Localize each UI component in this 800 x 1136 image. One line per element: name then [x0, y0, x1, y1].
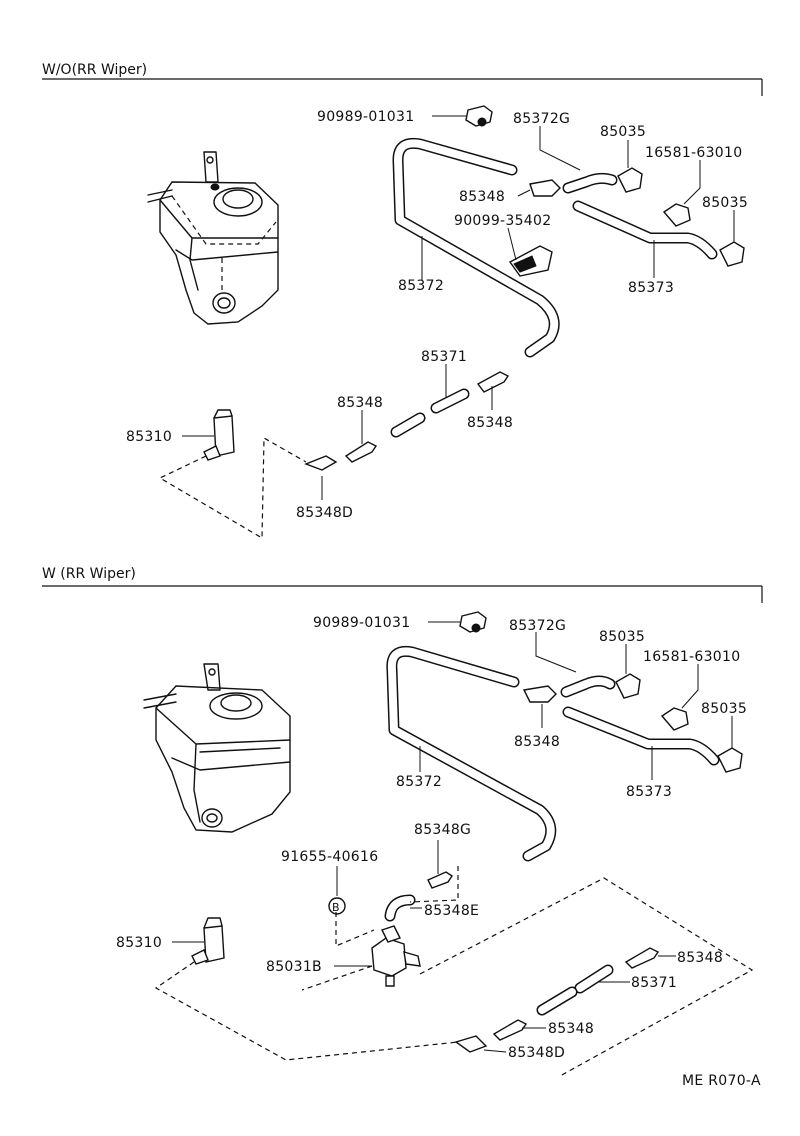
label-90099-35402: 90099-35402 [454, 213, 551, 229]
pump-85310: 85310 [126, 409, 235, 461]
section-with-rear-wiper: W (RR Wiper) 90989-01031 [42, 566, 763, 1077]
label-85035-b: 85035 [702, 195, 748, 211]
label-85371: 85371 [421, 349, 467, 365]
label-85031B: 85031B [266, 959, 322, 975]
hose-85372g: 85372G [509, 618, 616, 698]
label-85372G: 85372G [509, 618, 566, 634]
bolt-mark-circle [328, 897, 346, 915]
check-valve-85031b: 85031B [266, 925, 421, 987]
dashed-connection-pump [154, 961, 459, 1061]
clip-90989: 90989-01031 [313, 611, 487, 633]
label-85348-b: 85348 [677, 950, 723, 966]
section-header: W/O(RR Wiper) [42, 62, 147, 78]
label-90989-01031: 90989-01031 [317, 109, 414, 125]
nozzle-85035-a: 85035 [599, 629, 645, 699]
label-85310: 85310 [116, 935, 162, 951]
label-85348D: 85348D [508, 1045, 565, 1061]
clamp-90099: 90099-35402 [454, 213, 553, 277]
nozzle-85035-a: 85035 [600, 124, 646, 193]
joint-85348-a: 85348 [459, 179, 561, 205]
dashed-connection-valve [301, 965, 373, 991]
bolt-mark-letter: B [332, 901, 340, 914]
joint-85348-b: 85348 [337, 395, 383, 463]
label-85348D: 85348D [296, 505, 353, 521]
grommet-16581: 16581-63010 [645, 145, 742, 227]
dashed-connection-elbow [409, 866, 459, 903]
clip-90989: 90989-01031 [317, 105, 493, 127]
label-85310: 85310 [126, 429, 172, 445]
dashed-connection-bolt [335, 912, 375, 947]
pump-85310: 85310 [116, 917, 225, 965]
joint-85348-c: 85348 [467, 371, 513, 431]
hose-85373: 85373 [572, 200, 718, 296]
dashed-connection-rear [419, 877, 754, 1077]
label-85035-a: 85035 [600, 124, 646, 140]
label-85348E: 85348E [424, 903, 479, 919]
label-85348G: 85348G [414, 822, 471, 838]
label-90989-01031: 90989-01031 [313, 615, 410, 631]
joint-85348-b: 85348 [624, 947, 723, 969]
nozzle-85035-b: 85035 [702, 195, 748, 267]
label-85348-a: 85348 [459, 189, 505, 205]
section-header: W (RR Wiper) [42, 566, 136, 582]
label-85348-a: 85348 [514, 734, 560, 750]
joint-85348-a: 85348 [514, 685, 560, 750]
hose-85371: 85371 [390, 349, 470, 438]
label-85035-a: 85035 [599, 629, 645, 645]
hose-85372: 85372 [392, 137, 560, 358]
label-85035-b: 85035 [701, 701, 747, 717]
grommet-16581: 16581-63010 [643, 649, 740, 731]
nozzle-85035-b: 85035 [701, 701, 747, 773]
label-85348-c: 85348 [467, 415, 513, 431]
washer-tank [147, 151, 279, 325]
elbow-85348d: 85348D [296, 455, 353, 521]
label-16581-63010: 16581-63010 [645, 145, 742, 161]
hose-85372g: 85372G [513, 111, 618, 194]
section-without-rear-wiper: W/O(RR Wiper) 90989-01031 [42, 62, 763, 540]
label-91655-40616: 91655-40616 [281, 849, 378, 865]
label-85372: 85372 [398, 278, 444, 294]
label-16581-63010: 16581-63010 [643, 649, 740, 665]
footer-code: ME R070-A [682, 1073, 761, 1089]
hose-85373: 85373 [562, 706, 720, 800]
hose-85371: 85371 [536, 964, 677, 1016]
washer-tank [143, 663, 291, 833]
dashed-connection-top [158, 436, 307, 540]
label-85348-c: 85348 [548, 1021, 594, 1037]
label-85372G: 85372G [513, 111, 570, 127]
label-85348-b: 85348 [337, 395, 383, 411]
label-85373: 85373 [626, 784, 672, 800]
label-85371: 85371 [631, 975, 677, 991]
label-85373: 85373 [628, 280, 674, 296]
bolt-91655: 91655-40616 B [281, 849, 378, 915]
joint-85348g: 85348G [414, 822, 471, 889]
elbow-85348e: 85348E [384, 894, 479, 922]
joint-85348-c: 85348 [492, 1019, 594, 1041]
elbow-85348d: 85348D [454, 1035, 565, 1061]
hose-85372: 85372 [386, 645, 557, 862]
label-85372: 85372 [396, 774, 442, 790]
